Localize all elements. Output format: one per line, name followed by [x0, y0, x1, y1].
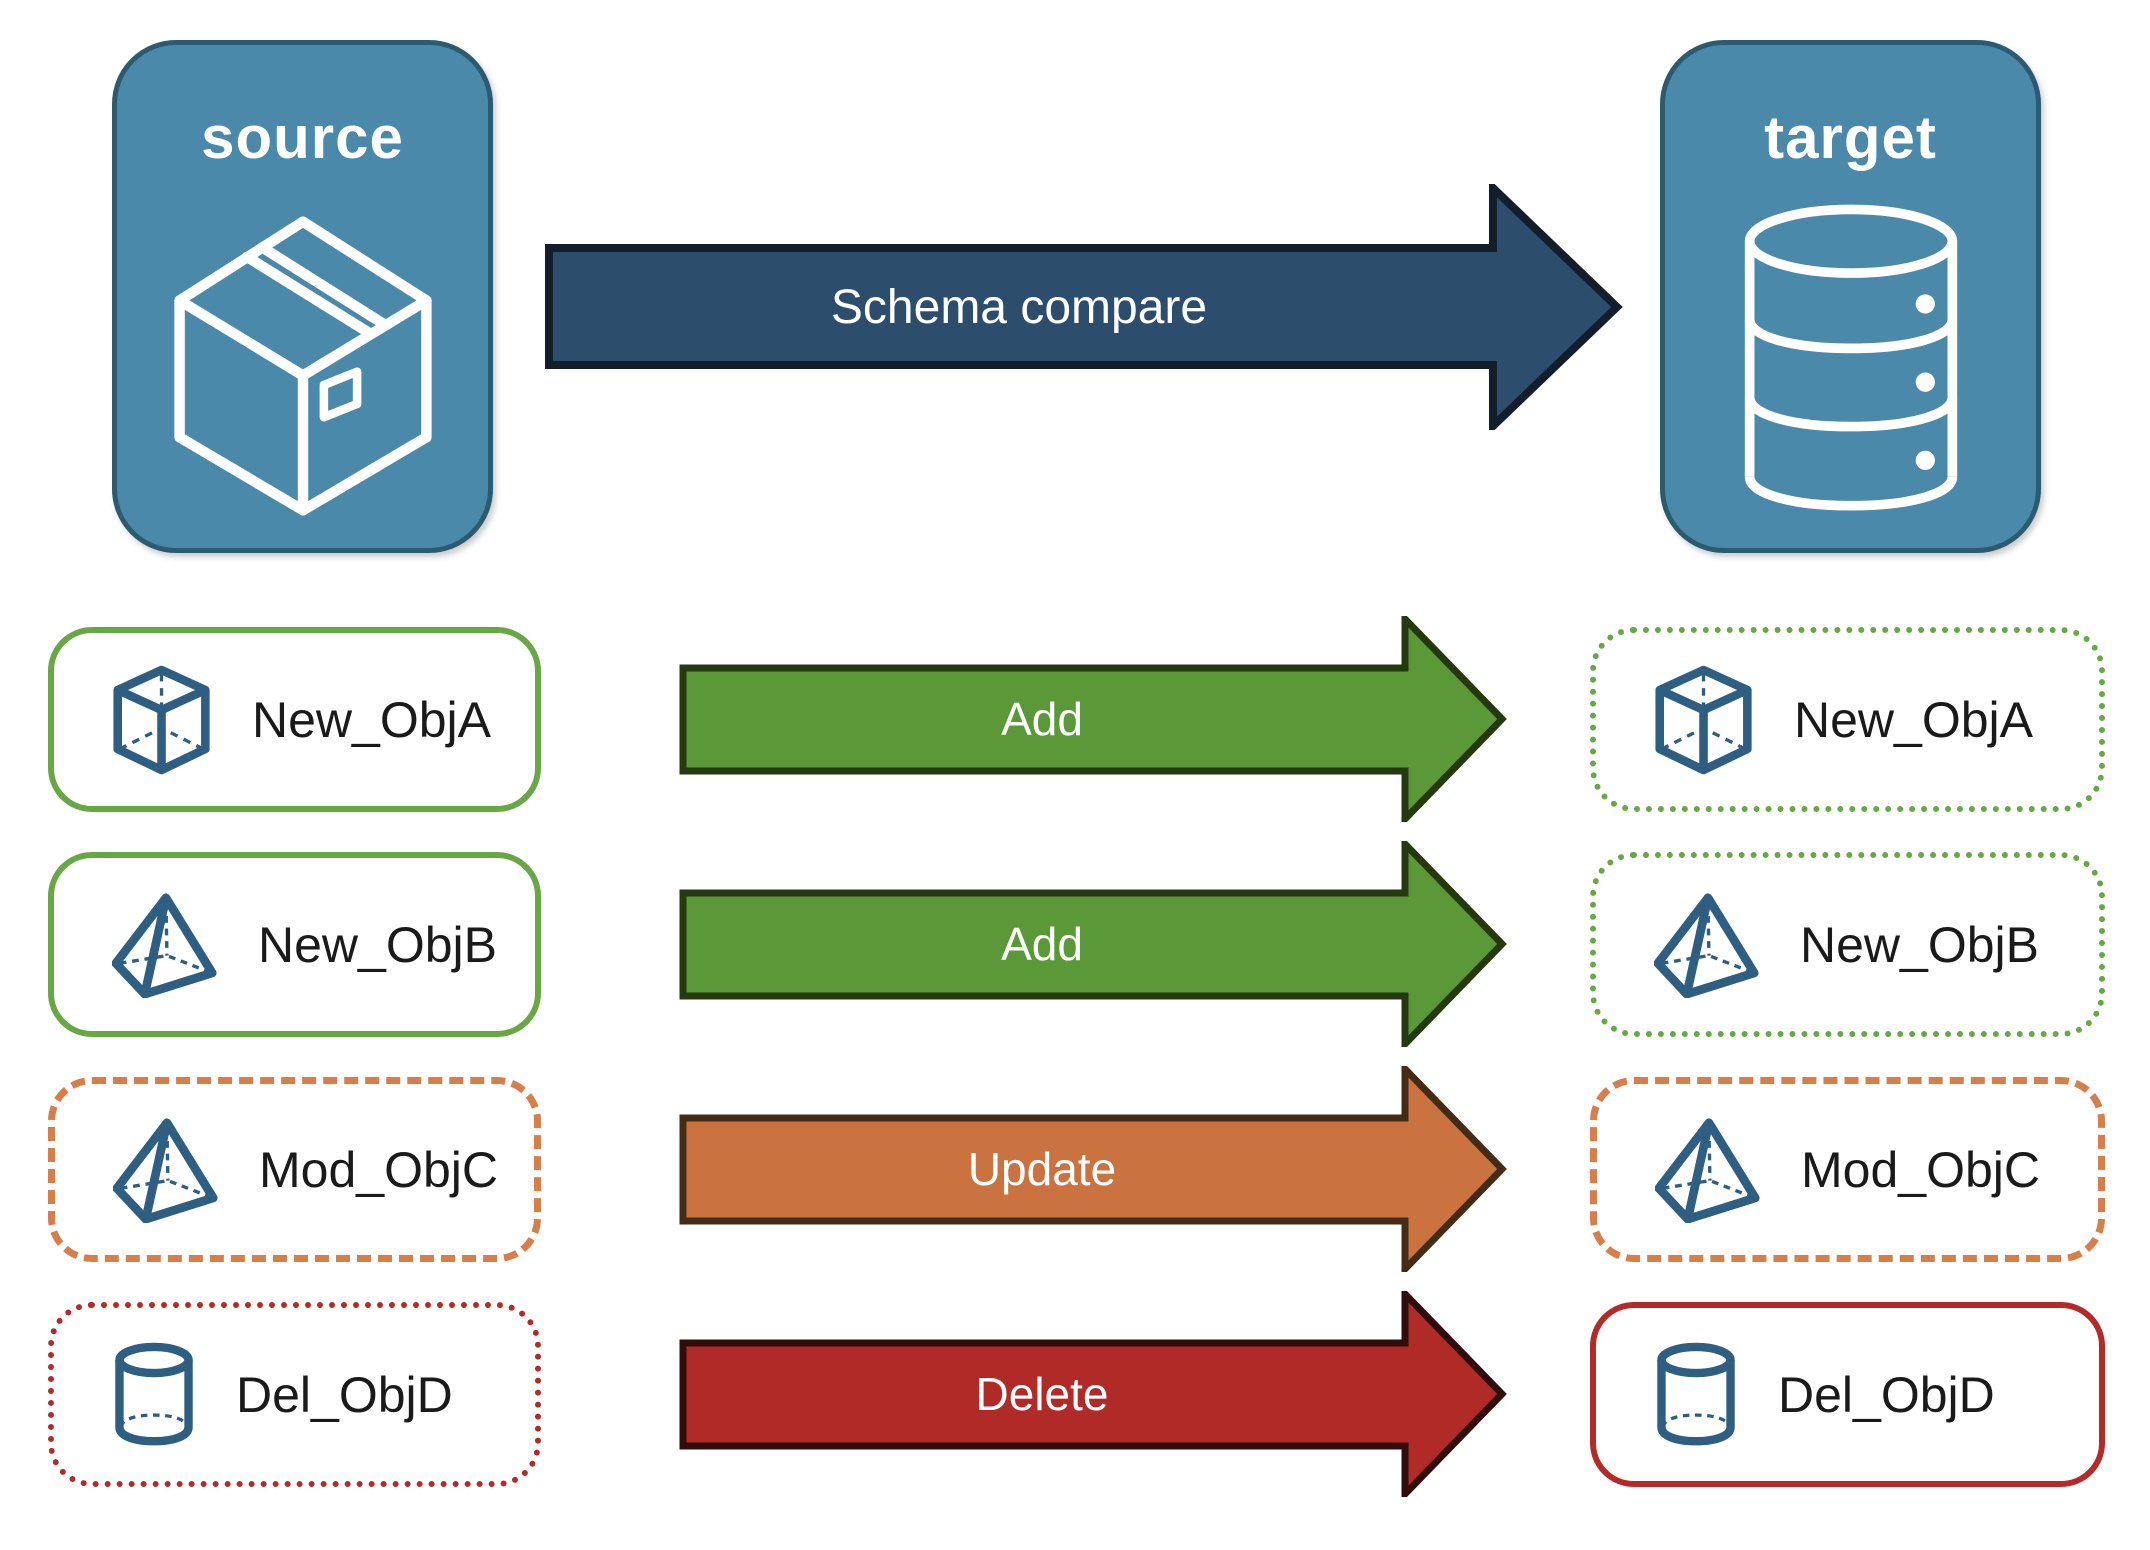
source-card: source [112, 40, 493, 553]
add-arrow [679, 616, 1507, 822]
pyramid-icon [1655, 1117, 1760, 1223]
cylinder-icon [115, 1342, 193, 1445]
source-object-box-new-obja: New_ObjA [48, 627, 541, 812]
cylinder-icon [1657, 1342, 1735, 1445]
source-card-label: source [201, 104, 404, 171]
object-label: New_ObjA [252, 691, 491, 748]
target-object-box-new-objb: New_ObjB [1590, 852, 2105, 1037]
object-label: Del_ObjD [1778, 1366, 1995, 1423]
pyramid-icon [113, 1117, 218, 1223]
update-arrow [679, 1066, 1507, 1272]
source-object-box-mod-objc: Mod_ObjC [48, 1077, 541, 1262]
database-icon [1744, 204, 1957, 511]
cube-icon [1655, 665, 1752, 774]
pyramid-icon [1654, 892, 1759, 998]
schema-compare-arrow [545, 184, 1623, 430]
target-card: target [1660, 40, 2041, 553]
target-object-box-del-objd: Del_ObjD [1590, 1302, 2105, 1487]
target-object-box-mod-objc: Mod_ObjC [1590, 1077, 2105, 1262]
object-label: New_ObjB [258, 916, 497, 973]
package-icon [173, 216, 432, 516]
cube-icon [113, 665, 210, 774]
update-arrow-label: Update [967, 1143, 1117, 1195]
add-arrow [679, 841, 1507, 1047]
schema-compare-arrow-label: Schema compare [830, 281, 1208, 334]
object-label: New_ObjB [1800, 916, 2039, 973]
source-object-box-del-objd: Del_ObjD [48, 1302, 541, 1487]
target-card-label: target [1764, 104, 1937, 171]
add-arrow-label: Add [1001, 918, 1083, 970]
delete-arrow-label: Delete [975, 1368, 1109, 1420]
object-label: Del_ObjD [236, 1366, 453, 1423]
target-object-box-new-obja: New_ObjA [1590, 627, 2105, 812]
pyramid-icon [112, 892, 217, 998]
object-label: Mod_ObjC [1801, 1141, 2040, 1198]
add-arrow-label: Add [1001, 693, 1083, 745]
delete-arrow [679, 1291, 1507, 1497]
object-label: New_ObjA [1794, 691, 2033, 748]
source-object-box-new-objb: New_ObjB [48, 852, 541, 1037]
object-label: Mod_ObjC [259, 1141, 498, 1198]
